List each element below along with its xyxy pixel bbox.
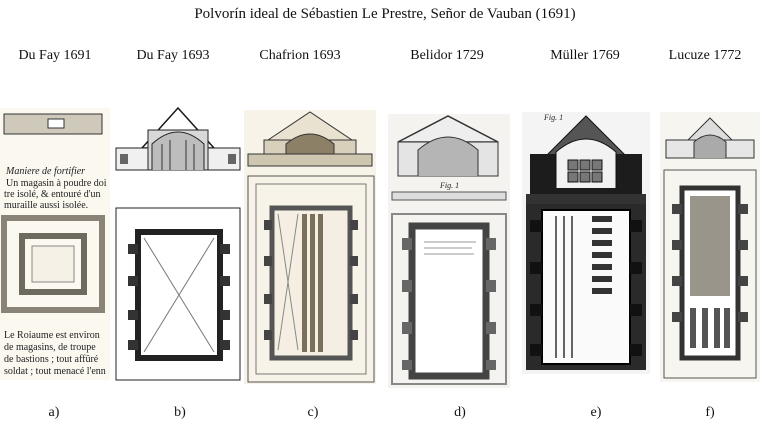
lucuze-1772-plate [663, 117, 757, 379]
panel-a-caption-4: muraille aussi isolée. [4, 200, 89, 211]
panel-a-caption-3: tre isolé, & entouré d'un [4, 189, 101, 200]
belidor-1729-plate [391, 115, 507, 385]
panel-chafrion-1693 [244, 110, 376, 384]
panel-a-caption-1: Maniere de fortifier [6, 166, 86, 177]
panel-d-fig-label: Fig. 1 [440, 181, 460, 190]
du-fay-1693-plate [115, 106, 241, 381]
panel-du-fay-1693 [112, 104, 244, 386]
panel-muller-1769: Fig. 1 [522, 112, 650, 374]
panel-a-lower-1: Le Roiaume est environ [4, 330, 100, 341]
muller-1769-plate [522, 112, 650, 374]
heading-chafrion-1693: Chafrion 1693 [259, 48, 341, 63]
panel-lucuze-1772 [660, 112, 760, 382]
panel-a-caption-2: Un magasin à poudre doi [6, 178, 107, 189]
du-fay-1691-plate [1, 113, 105, 313]
letter-a: a) [48, 405, 60, 420]
heading-du-fay-1693: Du Fay 1693 [136, 48, 210, 63]
heading-belidor-1729: Belidor 1729 [410, 48, 484, 63]
figure-title: Polvorín ideal de Sébastien Le Prestre, … [194, 6, 576, 22]
panel-du-fay-1691: Maniere de fortifier Un magasin à poudre… [0, 108, 110, 380]
panel-e-fig-label: Fig. 1 [544, 113, 564, 122]
heading-lucuze-1772: Lucuze 1772 [668, 48, 742, 63]
panel-a-lower-3: de bastions ; tout affûré [4, 354, 99, 365]
chafrion-1693-plate [247, 111, 375, 383]
letter-b: b) [174, 405, 186, 420]
panel-belidor-1729: Fig. 1 [388, 114, 510, 388]
letter-c: c) [307, 405, 319, 420]
heading-du-fay-1691: Du Fay 1691 [18, 48, 92, 63]
panel-a-lower-4: soldat ; tout menacé l'enn [4, 366, 106, 377]
heading-muller-1769: Müller 1769 [550, 48, 620, 63]
letter-d: d) [454, 405, 466, 420]
panel-a-lower-2: de magasins, de troupe [4, 342, 96, 353]
letter-e: e) [590, 405, 602, 420]
letter-f: f) [705, 405, 715, 420]
